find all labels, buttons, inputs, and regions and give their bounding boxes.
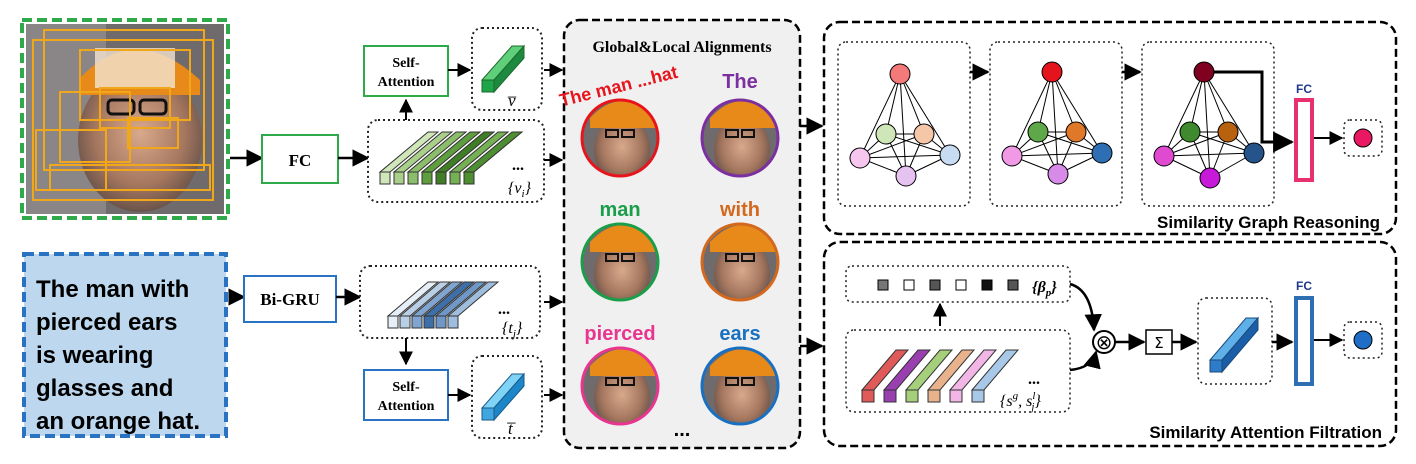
- sim-ellipsis: ...: [1028, 371, 1040, 388]
- similarity-vector-bars: [860, 349, 1020, 403]
- svg-text:The man with pierced ear: The man with pierced ears is wearing gla…: [36, 276, 200, 435]
- alignment-face-6: [700, 346, 780, 426]
- alignment-face-5: [580, 346, 660, 426]
- alignment-face-3: [580, 222, 660, 302]
- caption-panel: The man with pierced ears is wearing gla…: [22, 252, 228, 438]
- beta-cells: [877, 279, 1019, 291]
- graph-output-node: [1353, 128, 1373, 148]
- t-bar-vector: [480, 372, 526, 422]
- input-image: [20, 18, 230, 220]
- v-bar-vector: [480, 44, 526, 94]
- graph-2: [989, 41, 1123, 207]
- graph-3: [1141, 41, 1275, 207]
- graph-fc-label: FC: [1296, 82, 1312, 96]
- visual-ellipsis: ...: [512, 157, 524, 174]
- t-set-label: {tj}: [502, 320, 523, 340]
- text-feature-bars: [386, 281, 500, 329]
- otimes-symbol: ⊗: [1096, 330, 1113, 354]
- self-attention-top-l1: Self-: [392, 56, 420, 71]
- alignment-face-2: [700, 98, 780, 178]
- fc-label: FC: [289, 151, 312, 170]
- filtration-panel-title: Similarity Attention Filtration: [1149, 423, 1382, 442]
- align-word-6: ears: [719, 323, 760, 345]
- filtration-fc-bar: [1294, 296, 1314, 386]
- alignment-face-1: [580, 98, 660, 178]
- sum-box: [1145, 329, 1173, 355]
- self-attention-bottom-l1: Self-: [392, 380, 420, 395]
- align-word-5: pierced: [584, 323, 655, 345]
- self-attention-top-box: [363, 45, 449, 97]
- align-word-4: with: [719, 199, 760, 221]
- bigru-label: Bi-GRU: [260, 290, 320, 309]
- align-more: ...: [674, 419, 691, 441]
- align-word-3: man: [599, 199, 640, 221]
- caption-line-3: is wearing: [36, 342, 153, 369]
- alignments-title: Global&Local Alignments: [592, 39, 771, 56]
- self-attention-bottom-box: [363, 369, 449, 421]
- aggregated-vector: [1208, 316, 1260, 374]
- self-attention-bottom-l2: Attention: [378, 399, 435, 414]
- filtration-output-node: [1353, 330, 1373, 350]
- alignment-face-4: [700, 222, 780, 302]
- visual-feature-bars: [378, 131, 524, 185]
- bigru-box: [243, 275, 337, 323]
- graph-fc-bar: [1294, 98, 1314, 182]
- graph-panel-title: Similarity Graph Reasoning: [1157, 213, 1380, 232]
- self-attention-top-l2: Attention: [378, 75, 435, 90]
- sum-symbol: Σ: [1154, 334, 1163, 352]
- filtration-fc-label: FC: [1296, 279, 1312, 293]
- t-bar-label: t̅: [506, 419, 516, 438]
- caption-line-1: The man with: [36, 276, 189, 303]
- v-bar-label: v̅: [507, 91, 517, 110]
- caption-line-4: glasses and: [36, 375, 173, 402]
- fc-box: [261, 134, 339, 184]
- text-ellipsis: ...: [498, 301, 510, 318]
- caption-line-2: pierced ears: [36, 309, 177, 336]
- beta-label: {βp}: [1032, 279, 1057, 299]
- region-boxes: [32, 29, 214, 201]
- caption-line-5: an orange hat.: [36, 408, 200, 435]
- align-word-2: The: [722, 71, 758, 93]
- v-set-label: {vi}: [508, 180, 532, 200]
- graph-1: [837, 41, 971, 207]
